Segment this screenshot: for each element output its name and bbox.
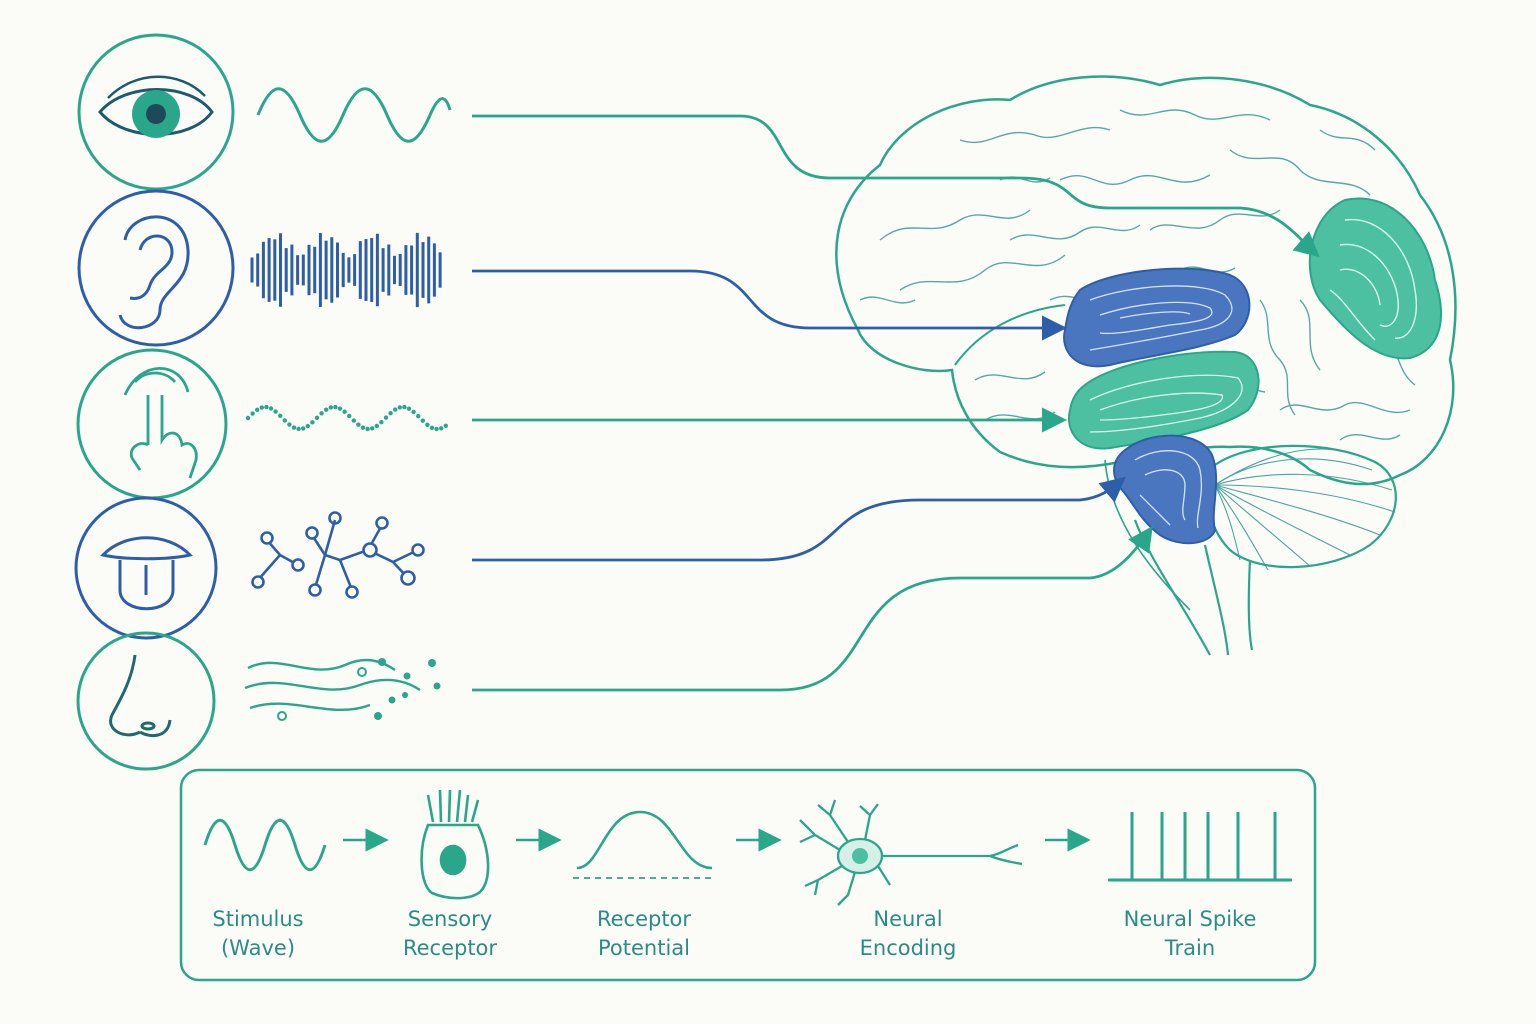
auditory-pathway-arrow (472, 269, 1068, 341)
vibration-dot (264, 404, 269, 410)
vibration-dot (259, 405, 264, 410)
vibration-dot (434, 426, 439, 432)
vibration-dot (319, 411, 324, 416)
vibration-dot (250, 411, 255, 416)
molecule-icon (251, 511, 425, 599)
label-neural-encoding-line2: Encoding (859, 936, 957, 960)
vibration-dot (310, 420, 315, 425)
vibration-dot (365, 426, 370, 432)
vibration-dot (291, 425, 297, 430)
vibration-dot (420, 418, 425, 423)
sound-wave-icon (250, 232, 442, 308)
touch-finger-icon (123, 367, 198, 479)
eye-icon (98, 75, 214, 138)
vibration-dot (351, 418, 356, 423)
vibration-dot (278, 413, 283, 418)
vibration-dot (301, 426, 306, 431)
sensory-receptor-cell-icon (420, 789, 490, 900)
vibration-dot (443, 423, 448, 429)
label-receptor-potential-line2: Potential (598, 936, 690, 960)
vibration-dot (305, 423, 310, 429)
neuron-icon (799, 799, 1023, 906)
vibration-dot (379, 419, 384, 425)
vibration-dot (314, 415, 320, 421)
vibration-dot (282, 418, 287, 423)
vibration-dot (425, 422, 430, 428)
vibration-dot (273, 409, 278, 414)
label-receptor-potential: Receptor Potential (554, 905, 734, 963)
vibration-dot (287, 422, 292, 427)
vibration-dot (360, 425, 366, 430)
sense-smell (76, 631, 216, 771)
sense-touch (76, 348, 228, 500)
vibration-dot (342, 409, 347, 414)
taste-pathway-arrow (472, 476, 1126, 562)
cerebellum-folia (1214, 448, 1396, 571)
vibration-dot (388, 410, 393, 416)
pathway-connectors (472, 114, 1320, 692)
vibration-dot (402, 404, 407, 410)
dotted-vibration-icon (245, 404, 448, 432)
label-neural-encoding: Neural Encoding (818, 905, 998, 963)
vibration-dot (356, 422, 361, 427)
sense-eye (77, 33, 235, 191)
vibration-dot (406, 406, 412, 411)
vibration-dot (383, 415, 389, 420)
vibration-dot (347, 413, 352, 419)
label-neural-encoding-line1: Neural (873, 907, 943, 931)
vibration-dot (333, 404, 338, 410)
sine-wave-icon (256, 87, 452, 143)
gustatory-region (1113, 434, 1218, 545)
vibration-dot (416, 413, 421, 419)
somatosensory-region (1068, 350, 1260, 450)
vibration-dot (370, 426, 375, 431)
cerebrum-outline (835, 75, 1457, 486)
label-receptor-potential-line1: Receptor (596, 907, 692, 931)
vibration-dot (255, 407, 260, 413)
sense-ear (77, 189, 235, 347)
vibration-dot (439, 426, 444, 431)
label-sensory-receptor-line2: Receptor (402, 936, 498, 960)
sense-taste (74, 496, 218, 640)
label-sensory-receptor: Sensory Receptor (360, 905, 540, 963)
vibration-dot (337, 406, 343, 411)
vibration-dot (328, 405, 333, 410)
vibration-dot (296, 426, 301, 432)
vibration-dot (268, 406, 274, 411)
label-stimulus: Stimulus (Wave) (168, 905, 348, 963)
vibration-dot (397, 405, 402, 410)
label-stimulus-line1: Stimulus (212, 907, 304, 931)
pipeline-panel (179, 768, 1317, 982)
label-stimulus-line2: (Wave) (220, 936, 296, 960)
vibration-dot (374, 423, 379, 429)
nose-icon (109, 654, 172, 738)
cerebellum (1206, 444, 1397, 569)
visual-pathway-arrow (472, 114, 1320, 258)
smell-pathway-arrow (472, 525, 1153, 692)
label-neural-spike-train-line1: Neural Spike (1123, 907, 1257, 931)
eye-icon-circle (77, 33, 235, 191)
ear-icon (118, 215, 190, 330)
odor-wisps-icon (244, 658, 441, 721)
tongue-icon (100, 536, 193, 611)
receptor-potential-curve-icon (573, 810, 713, 879)
occipital-visual-region (1308, 197, 1442, 360)
spike-train-icon (1108, 812, 1292, 882)
vibration-dot (429, 425, 435, 430)
label-sensory-receptor-line1: Sensory (407, 907, 493, 931)
vibration-dot (411, 409, 416, 415)
auditory-cortex-region (1063, 267, 1251, 368)
vibration-dot (245, 415, 251, 421)
label-neural-spike-train: Neural Spike Train (1100, 905, 1280, 963)
label-neural-spike-train-line2: Train (1164, 936, 1216, 960)
vibration-dot (393, 407, 398, 412)
stimulus-wave-icon (203, 819, 327, 871)
vibration-dot (324, 407, 329, 412)
